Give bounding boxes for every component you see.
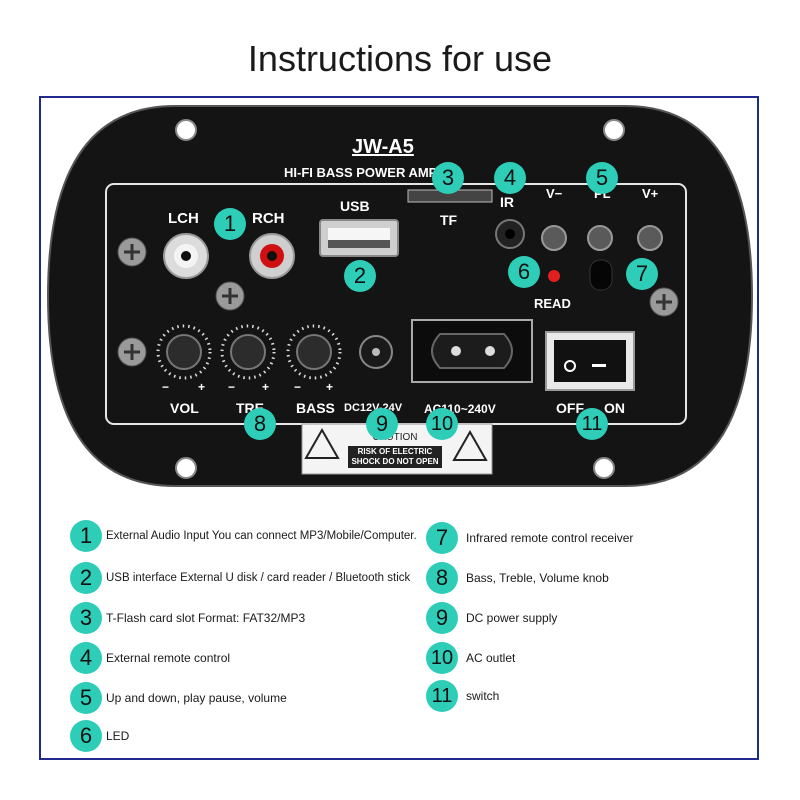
legend-badge: 7: [426, 522, 458, 554]
legend-text: USB interface External U disk / card rea…: [106, 572, 411, 584]
legend-item-7: 7 Infrared remote control receiver: [426, 522, 633, 554]
marker-badge-9: 9: [366, 408, 398, 440]
legend-item-4: 4 External remote control: [70, 642, 230, 674]
legend-item-1: 1 External Audio Input You can connect M…: [70, 520, 417, 552]
legend-item-9: 9 DC power supply: [426, 602, 557, 634]
legend-badge: 9: [426, 602, 458, 634]
page-title: Instructions for use: [247, 38, 553, 79]
legend-item-5: 5 Up and down, play pause, volume: [70, 682, 287, 714]
legend-text: Bass, Treble, Volume knob: [466, 571, 609, 585]
marker-badge-3: 3: [432, 162, 464, 194]
legend-text: Up and down, play pause, volume: [106, 691, 287, 705]
legend-item-8: 8 Bass, Treble, Volume knob: [426, 562, 609, 594]
legend-text: T-Flash card slot Format: FAT32/MP3: [106, 611, 306, 625]
marker-badge-5: 5: [586, 162, 618, 194]
legend-item-11: 11 switch: [426, 680, 499, 712]
legend-text: AC outlet: [466, 651, 516, 665]
legend-item-3: 3 T-Flash card slot Format: FAT32/MP3: [70, 602, 305, 634]
marker-badge-7: 7: [626, 258, 658, 290]
marker-badge-8: 8: [244, 408, 276, 440]
legend-text: DC power supply: [466, 611, 558, 625]
legend-item-6: 6 LED: [70, 720, 129, 752]
legend-badge: 6: [70, 720, 102, 752]
legend-badge: 3: [70, 602, 102, 634]
marker-badge-2: 2: [344, 260, 376, 292]
legend-badge: 5: [70, 682, 102, 714]
marker-badge-1: 1: [214, 208, 246, 240]
marker-badge-6: 6: [508, 256, 540, 288]
legend-text: External remote control: [106, 651, 231, 665]
legend-text: switch: [466, 689, 500, 703]
legend-item-10: 10 AC outlet: [426, 642, 515, 674]
legend-badge: 4: [70, 642, 102, 674]
marker-badge-4: 4: [494, 162, 526, 194]
instruction-frame: [39, 96, 759, 760]
legend-item-2: 2 USB interface External U disk / card r…: [70, 562, 410, 594]
legend-badge: 8: [426, 562, 458, 594]
legend-text: External Audio Input You can connect MP3…: [106, 530, 417, 542]
legend-text: LED: [106, 729, 130, 743]
legend-badge: 11: [426, 680, 458, 712]
legend-text: Infrared remote control receiver: [466, 531, 634, 545]
legend-badge: 10: [426, 642, 458, 674]
legend-badge: 1: [70, 520, 102, 552]
marker-badge-10: 10: [426, 408, 458, 440]
marker-badge-11: 11: [576, 408, 608, 440]
legend-badge: 2: [70, 562, 102, 594]
